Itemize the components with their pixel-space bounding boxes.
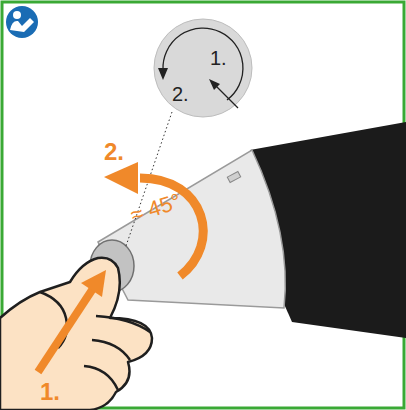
palm [0, 258, 152, 410]
push-head [209, 79, 220, 90]
push-arrow [38, 270, 106, 372]
step-number: 1. [210, 48, 227, 68]
hand [0, 258, 152, 410]
inset-outline [153, 18, 253, 118]
push-line [214, 84, 238, 108]
arrow-head [81, 270, 106, 297]
icon-head [13, 11, 21, 19]
icon-disc [6, 6, 38, 38]
inset-circle [154, 19, 252, 117]
device-slot [227, 172, 240, 183]
finger-line [84, 366, 118, 390]
turn-arrow [104, 162, 203, 276]
finger-line [92, 340, 130, 360]
manual-icon [6, 6, 38, 38]
arc-head [158, 68, 168, 80]
magnified-inset: 1. 2. [153, 18, 253, 118]
callout-number: 2. [104, 140, 124, 164]
rotation-arc [163, 28, 243, 100]
finger-line [96, 316, 150, 332]
icon-reader [10, 18, 34, 32]
step-number: 2. [172, 84, 189, 104]
arrow-head [104, 162, 138, 194]
callout-number: 1. [40, 380, 60, 404]
arrow-shaft [38, 287, 94, 372]
